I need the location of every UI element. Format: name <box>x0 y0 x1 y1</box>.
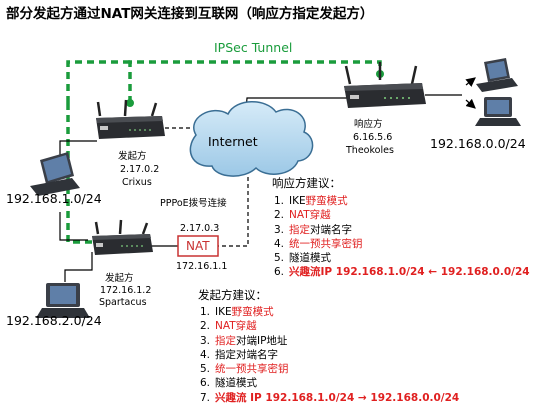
advice-item-text: 统一预共享密钥 <box>289 237 363 250</box>
laptop-responder-lan-icon <box>476 58 518 92</box>
advice-item-text: 野蛮模式 <box>231 306 274 318</box>
advice-item-text: IKE <box>289 195 306 207</box>
nat-public-ip: 2.17.0.3 <box>180 223 220 234</box>
responder-role: 响应方 <box>354 119 383 130</box>
advice-item-number: 1. <box>200 306 211 318</box>
advice-item-number: 2. <box>200 320 211 333</box>
laptop-crixus-lan-icon <box>30 152 80 196</box>
advice-item-number: 5. <box>274 252 285 265</box>
advice-item-text: 兴趣流 IP 192.168.1.0/24 → 192.168.0.0/24 <box>215 391 460 404</box>
advice-item: 4. 指定对端名字 <box>200 348 459 362</box>
advice-item-number: 5. <box>200 363 211 376</box>
desktop-spartacus-lan-icon <box>36 283 90 318</box>
initiator-advice-title: 发起方建议： <box>198 288 267 302</box>
advice-item: 1. IKE野蛮模式 <box>200 305 459 319</box>
responder-ip: 6.16.5.6 <box>353 132 393 143</box>
advice-item-number: 3. <box>274 223 285 236</box>
advice-item: 1. IKE野蛮模式 <box>274 194 530 208</box>
tunnel-endpoint-crixus <box>126 99 134 107</box>
advice-item-text: 统一预共享密钥 <box>215 363 289 376</box>
advice-item-number: 2. <box>274 209 285 222</box>
router-spartacus-icon <box>92 219 153 255</box>
advice-item-text: 指定对端名字 <box>215 348 278 361</box>
crixus-lan-subnet: 192.168.1.0/24 <box>6 191 102 206</box>
advice-item-text: NAT穿越 <box>215 320 257 333</box>
router-crixus-icon <box>96 99 165 139</box>
nat-private-ip: 172.16.1.1 <box>176 261 228 272</box>
advice-item: 2. NAT穿越 <box>200 319 459 333</box>
advice-item-text: 指定 <box>215 334 236 347</box>
spartacus-ip: 172.16.1.2 <box>100 285 152 296</box>
advice-item-number: 4. <box>200 348 211 361</box>
pppoe-label: PPPoE拨号连接 <box>160 198 227 209</box>
advice-item: 3. 指定对端IP地址 <box>200 334 459 348</box>
advice-item-text: IKE <box>215 306 232 318</box>
crixus-ip: 2.17.0.2 <box>120 164 160 175</box>
diagram-title: 部分发起方通过NAT网关连接到互联网（响应方指定发起方） <box>6 6 374 22</box>
initiator-advice-list: 1. IKE野蛮模式 2. NAT穿越 3. 指定对端IP地址 4. 指定对端名字 5. 统一预共… <box>200 305 459 405</box>
advice-item-number: 7. <box>200 391 211 404</box>
ipsec-tunnel-label: IPSec Tunnel <box>214 40 293 55</box>
advice-item-number: 4. <box>274 237 285 250</box>
ipsec-tunnel-path <box>66 60 382 244</box>
responder-name: Theokoles <box>346 145 394 156</box>
desktop-responder-lan-icon <box>475 97 521 126</box>
advice-item: 5. 统一预共享密钥 <box>200 362 459 376</box>
advice-item-text: 兴趣流IP 192.168.1.0/24 ← 192.168.0.0/24 <box>289 266 530 279</box>
advice-item-number: 6. <box>274 266 285 279</box>
internet-label: Internet <box>208 134 258 149</box>
advice-item: 5. 隧道模式 <box>274 251 530 265</box>
advice-item-number: 6. <box>200 377 211 390</box>
responder-lan-subnet: 192.168.0.0/24 <box>430 136 526 151</box>
advice-item-text: 对端名字 <box>310 223 352 236</box>
advice-item-text: 指定 <box>289 223 310 236</box>
advice-item-text: 隧道模式 <box>289 252 331 265</box>
advice-item: 7. 兴趣流 IP 192.168.1.0/24 → 192.168.0.0/24 <box>200 391 459 405</box>
advice-item-number: 3. <box>200 334 211 347</box>
nat-box <box>177 235 219 257</box>
crixus-name: Crixus <box>122 177 152 188</box>
responder-advice-title: 响应方建议： <box>272 176 341 190</box>
internet-cloud <box>189 101 314 177</box>
advice-item-text: 对端IP地址 <box>236 334 288 347</box>
nat-label: NAT <box>186 239 210 253</box>
spartacus-lan-subnet: 192.168.2.0/24 <box>6 313 102 328</box>
router-theokoles-icon <box>344 62 426 108</box>
advice-item: 3. 指定对端名字 <box>274 223 530 237</box>
advice-item-text: NAT穿越 <box>289 209 331 222</box>
advice-item: 6. 兴趣流IP 192.168.1.0/24 ← 192.168.0.0/24 <box>274 265 530 279</box>
advice-item-number: 1. <box>274 195 285 207</box>
advice-item-text: 隧道模式 <box>215 377 257 390</box>
advice-item: 6. 隧道模式 <box>200 376 459 390</box>
spartacus-role: 发起方 <box>105 273 134 284</box>
advice-item: 2. NAT穿越 <box>274 208 530 222</box>
spartacus-name: Spartacus <box>99 297 147 308</box>
advice-item-text: 野蛮模式 <box>305 195 348 207</box>
advice-item: 4. 统一预共享密钥 <box>274 237 530 251</box>
crixus-role: 发起方 <box>118 151 147 162</box>
